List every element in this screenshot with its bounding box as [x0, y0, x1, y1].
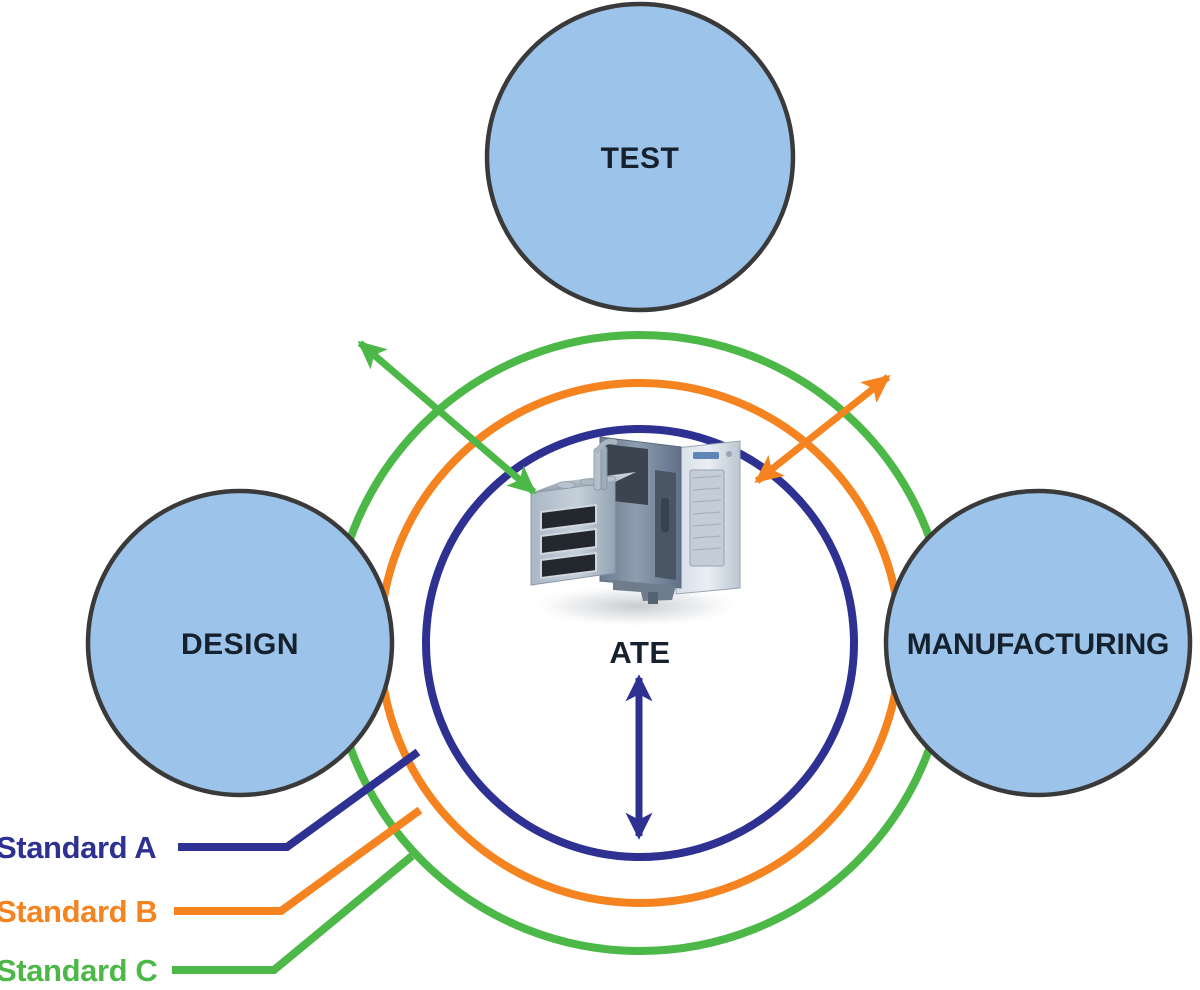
ate-drawers — [540, 503, 597, 580]
ate-cabinet-right-vent — [689, 469, 725, 567]
legend-item-standard-b-label: Standard B — [0, 894, 157, 929]
node-design-label: DESIGN — [181, 628, 299, 661]
design-ate-arrow — [357, 340, 537, 495]
ate-conduit — [593, 438, 618, 491]
node-test-label: TEST — [601, 142, 680, 175]
legend-leader-standard-a — [178, 748, 421, 851]
node-manufacturing[interactable]: MANUFACTURING — [883, 488, 1193, 798]
node-test-circle[interactable] — [484, 1, 796, 313]
node-manufacturing-label: MANUFACTURING — [907, 628, 1169, 661]
node-manufacturing-circle[interactable] — [883, 488, 1193, 798]
ate-label: ATE — [609, 635, 670, 670]
ate-cabinet-indicator — [726, 451, 732, 457]
legend-leader-lines — [172, 748, 423, 974]
ring-standard-a — [422, 425, 858, 861]
manufacturing-ate-arrow — [754, 374, 891, 484]
ate-base — [613, 580, 676, 601]
node-test[interactable]: TEST — [484, 1, 796, 313]
legend-leader-standard-c — [172, 852, 415, 974]
ate-machine-shadow — [524, 584, 748, 628]
legend-item-standard-a-label: Standard A — [0, 830, 156, 865]
ate-cabinet-right-slats — [692, 475, 722, 551]
ate-main-body-handle — [661, 498, 669, 532]
ate-cabinet-right-badge — [693, 452, 719, 459]
node-design-circle[interactable] — [85, 488, 395, 798]
ate-machine-photo — [524, 436, 748, 628]
legend-item-standard-c-label: Standard C — [0, 953, 157, 988]
legend: Standard A Standard B Standard C — [0, 830, 158, 988]
legend-leader-standard-b — [174, 806, 423, 915]
node-design[interactable]: DESIGN — [85, 488, 395, 798]
ate-foot — [648, 592, 658, 604]
